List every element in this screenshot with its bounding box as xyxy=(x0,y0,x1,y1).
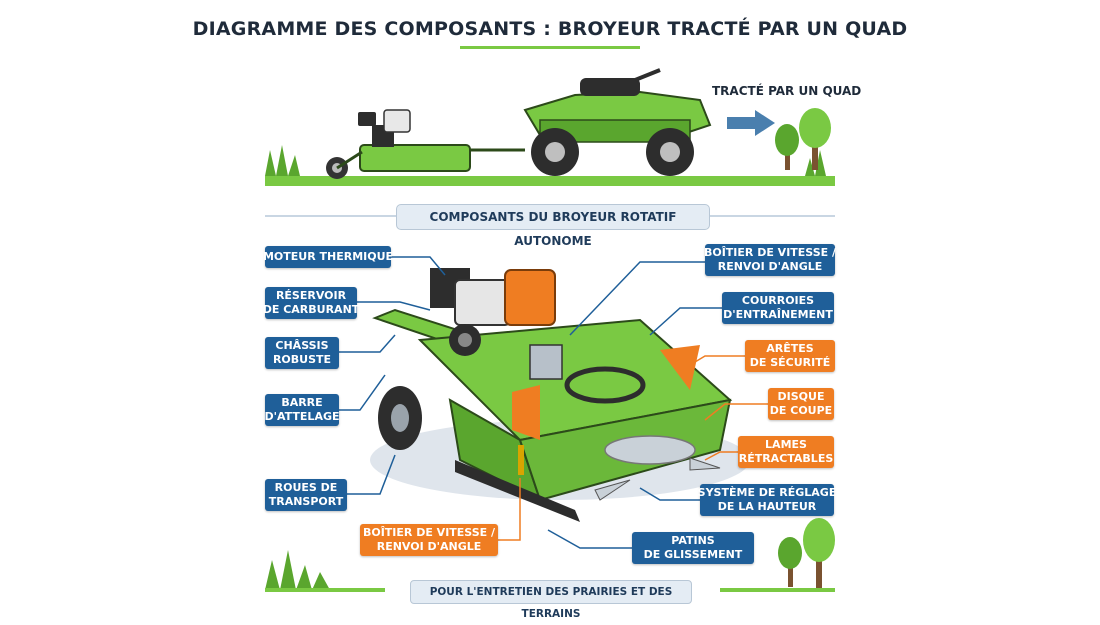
trees-bottom xyxy=(778,518,835,588)
towed-mower-illustration xyxy=(326,109,525,179)
label-boitier-vitesse-bottom: BOÎTIER DE VITESSE / RENVOI D'ANGLE xyxy=(360,524,498,556)
trees-top xyxy=(775,108,831,170)
leader-lines xyxy=(338,256,722,549)
label-roues-transport: ROUES DE TRANSPORT xyxy=(265,479,347,511)
section-title: COMPOSANTS DU BROYEUR ROTATIF AUTONOME xyxy=(396,204,710,248)
label-patins-glissement: PATINS DE GLISSEMENT xyxy=(632,532,754,564)
bottom-grass xyxy=(265,550,835,592)
top-ground xyxy=(265,145,835,186)
label-disque-coupe: DISQUE DE COUPE xyxy=(768,388,834,420)
label-moteur-thermique: MOTEUR THERMIQUE xyxy=(263,246,393,268)
quad-illustration xyxy=(523,68,712,176)
footer-caption: POUR L'ENTRETIEN DES PRAIRIES ET DES TER… xyxy=(410,580,692,620)
label-lames-retractables: LAMES RÉTRACTABLES xyxy=(738,436,834,468)
title-underline xyxy=(460,46,640,49)
direction-arrow xyxy=(727,110,775,136)
label-barre-attelage: BARRE D'ATTELAGE xyxy=(265,394,340,426)
label-reservoir-carburant: RÉSERVOIR DE CARBURANT xyxy=(263,287,359,319)
label-chassis-robuste: CHÂSSIS ROBUSTE xyxy=(265,337,339,369)
page-title: DIAGRAMME DES COMPOSANTS : BROYEUR TRACT… xyxy=(192,18,908,40)
label-boitier-vitesse-top: BOÎTIER DE VITESSE / RENVOI D'ANGLE xyxy=(704,244,836,276)
label-systeme-reglage-hauteur: SYSTÈME DE RÉGLAGE DE LA HAUTEUR xyxy=(698,484,836,516)
label-aretes-securite: ARÊTES DE SÉCURITÉ xyxy=(745,340,835,372)
main-mower-illustration xyxy=(370,268,750,522)
label-courroies-entrainement: COURROIES D'ENTRAÎNEMENT xyxy=(722,292,834,324)
towed-by-quad-label: TRACTÉ PAR UN QUAD xyxy=(712,84,862,98)
leader-lines-orange xyxy=(498,355,768,541)
